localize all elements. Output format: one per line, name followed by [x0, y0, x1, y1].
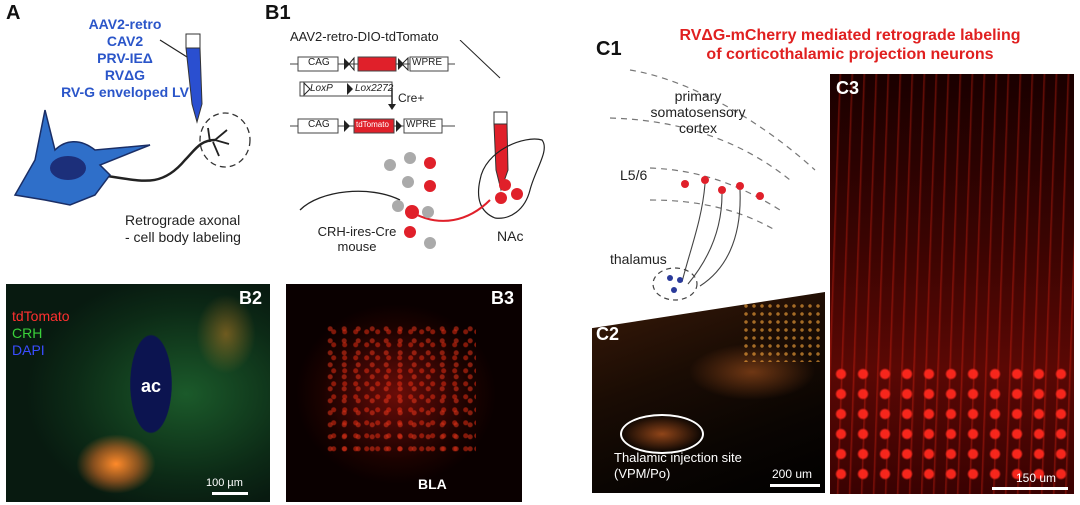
c2-scale-text: 200 um [772, 467, 813, 481]
cortex-line1: primary [674, 88, 722, 104]
b2-legend: tdTomato CRH DAPI [12, 308, 70, 359]
caption-line1: Retrograde axonal [125, 212, 241, 228]
title-line1: RVΔG-mCherry mediated retrograde labelin… [679, 27, 1021, 44]
nac-outline [477, 138, 545, 219]
legend-tdtomato: tdTomato [12, 308, 70, 324]
mouse-line1: CRH-ires-Cre [317, 224, 397, 239]
vector-prv: PRV-IEΔ [97, 50, 153, 66]
thalamus-label: thalamus [610, 251, 667, 267]
panel-b3-image: B3 BLA [286, 284, 522, 502]
panel-c3-label: C3 [836, 78, 860, 98]
neuron-axon [299, 190, 401, 211]
caption-line2: - cell body labeling [125, 229, 241, 245]
ac-label: ac [141, 376, 162, 396]
tdtomato-gene-label: tdTomato [356, 120, 389, 129]
lox2272-label: Lox2272 [355, 83, 394, 94]
wpre-label-2: WPRE [406, 119, 436, 130]
cre-label: Cre+ [398, 91, 425, 105]
injection-ellipse [620, 414, 704, 454]
title-line2: of corticothalamic projection neurons [706, 46, 994, 63]
legend-crh: CRH [12, 325, 43, 341]
panel-b2-label: B2 [238, 288, 262, 308]
construct-name: AAV2-retro-DIO-tdTomato [290, 29, 439, 44]
panel-b1-diagram [290, 40, 545, 249]
fiber-overlay [76, 434, 156, 494]
axon [99, 138, 216, 182]
c2-scale-bar [770, 484, 820, 487]
c3-scale-bar [992, 487, 1068, 490]
panel-a-caption: Retrograde axonal - cell body labeling [125, 212, 275, 246]
cag-box [297, 56, 339, 72]
mouse-label: CRH-ires-Cre mouse [302, 224, 412, 254]
vector-rvg-lv: RV-G enveloped LV [61, 84, 189, 100]
site-line2: (VPM/Po) [614, 466, 671, 481]
injection-site [199, 112, 251, 168]
legend-dapi: DAPI [12, 342, 45, 358]
panel-b2-image: B2 tdTomato CRH DAPI ac 100 µm [6, 284, 270, 502]
vector-rvdg: RVΔG [104, 67, 146, 83]
cag-label-1: CAG [308, 57, 330, 68]
pipette-b1-icon [493, 111, 509, 192]
site-line1: Thalamic injection site [614, 450, 742, 465]
nac-label: NAc [497, 228, 524, 244]
loxp-label: LoxP [310, 83, 333, 94]
panel-b1-label: B1 [265, 2, 291, 24]
panel-c1-label: C1 [596, 38, 622, 60]
panel-a-diagram [13, 33, 251, 206]
panel-c3-image: C3 150 um [830, 74, 1074, 494]
b2-scale-bar [212, 492, 248, 495]
thalamus-outline [652, 267, 698, 301]
panel-c-title: RVΔG-mCherry mediated retrograde labelin… [640, 26, 1060, 64]
panel-a-label: A [6, 2, 21, 24]
panel-b3-label: B3 [490, 288, 514, 308]
c3-scale-text: 150 um [1016, 471, 1057, 485]
pipette-icon [185, 33, 203, 124]
vector-cav2: CAV2 [106, 33, 144, 49]
site-label: Thalamic injection site (VPM/Po) [614, 450, 742, 482]
panel-c1-diagram [609, 69, 816, 301]
cag-label-2: CAG [308, 119, 330, 130]
cortex-line2: somatosensory [650, 104, 746, 120]
panel-c2-image: C2 Thalamic injection site (VPM/Po) 200 … [592, 292, 825, 493]
panel-c2-label: C2 [596, 324, 620, 344]
b2-scale-text: 100 µm [206, 477, 243, 489]
cortex-line3: cortex [678, 120, 718, 136]
bla-label: BLA [418, 476, 447, 492]
inverted-gene [357, 56, 397, 72]
cortex-label: primary somatosensory cortex [638, 88, 758, 136]
vector-list: AAV2-retro CAV2 PRV-IEΔ RVΔG RV-G envelo… [40, 16, 210, 101]
wpre-box [409, 56, 449, 72]
wpre-label-1: WPRE [412, 57, 442, 68]
neuron-icon [13, 109, 151, 206]
vector-aav2-retro: AAV2-retro [88, 16, 162, 32]
layer-label: L5/6 [620, 167, 648, 183]
mouse-line2: mouse [337, 239, 377, 254]
